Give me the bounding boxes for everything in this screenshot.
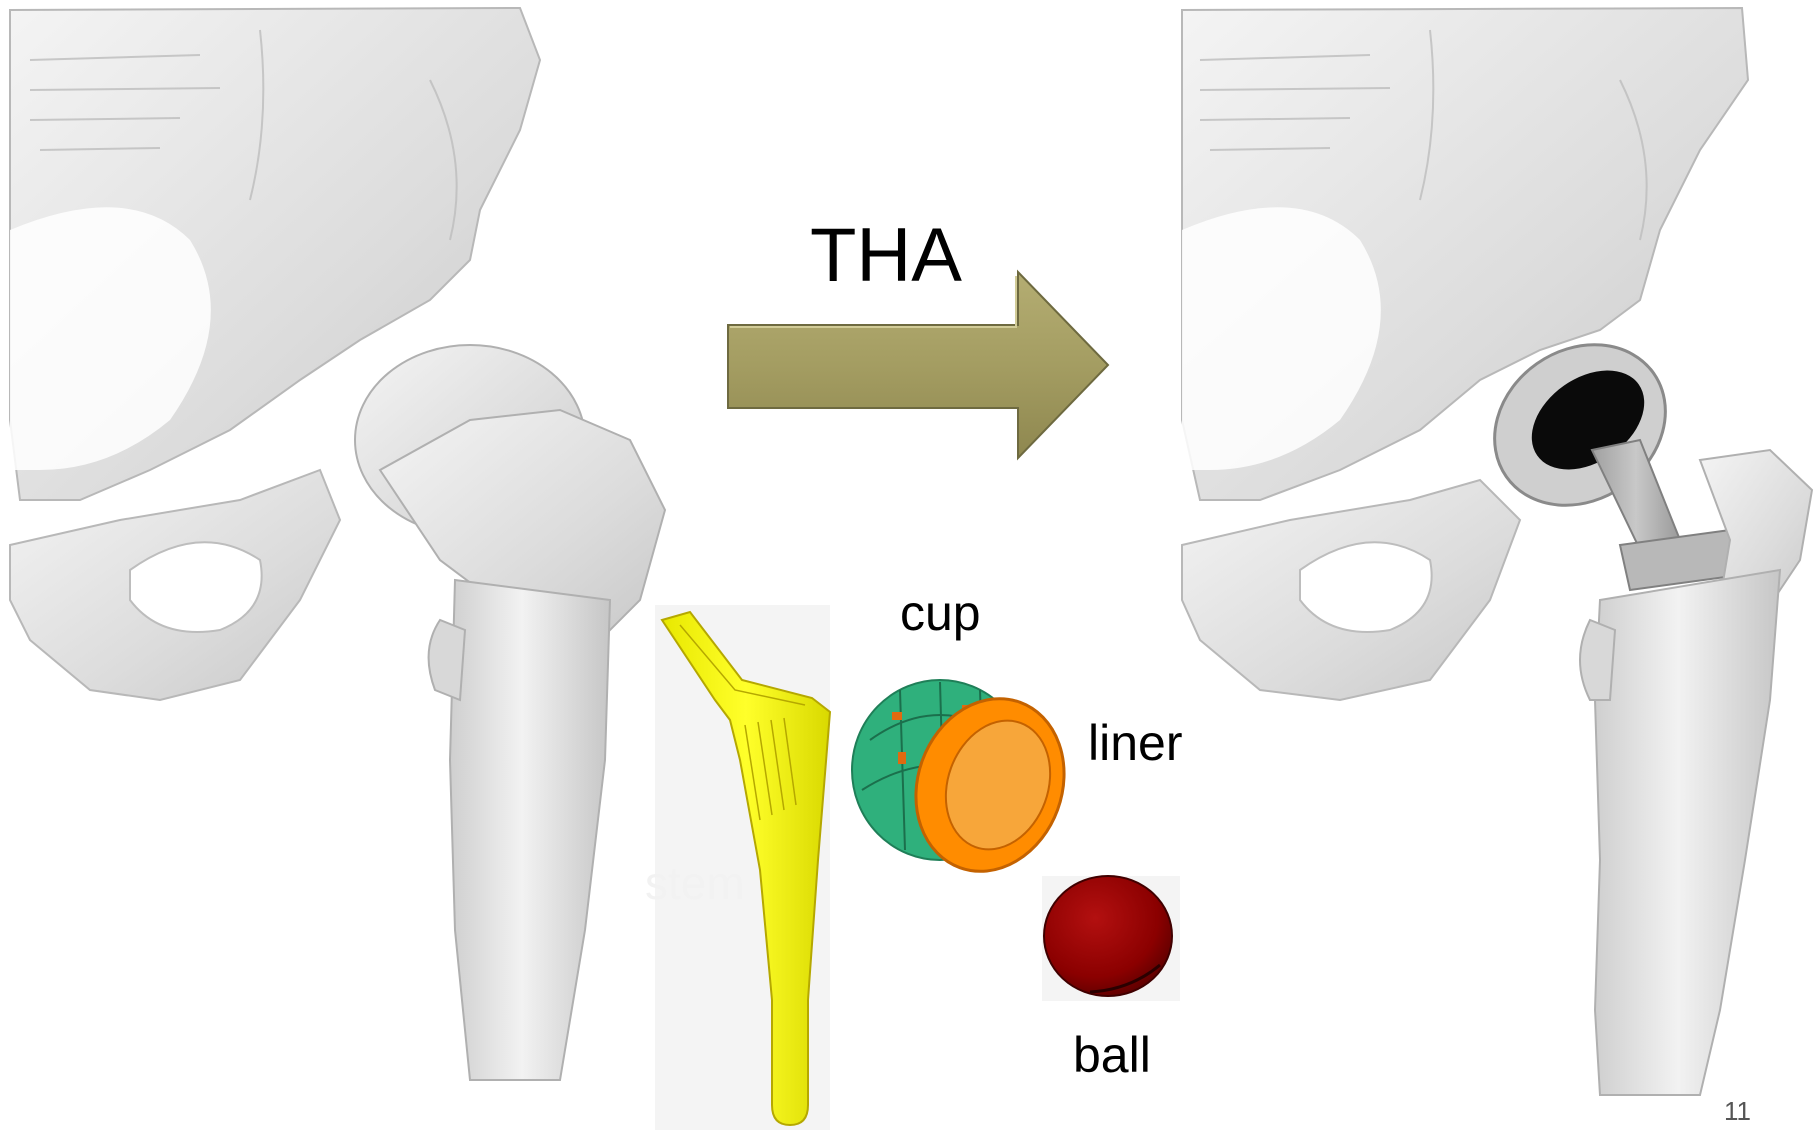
stem-label: stem <box>645 860 745 906</box>
ball-label: ball <box>1073 1030 1151 1080</box>
page-number: 11 <box>1724 1098 1751 1124</box>
cup-label: cup <box>900 588 981 638</box>
liner-label: liner <box>1088 718 1182 768</box>
femur-before <box>355 345 665 1080</box>
right-arrow-icon <box>728 272 1108 458</box>
femoral-ball <box>1044 876 1172 996</box>
procedure-label: THA <box>810 218 962 294</box>
